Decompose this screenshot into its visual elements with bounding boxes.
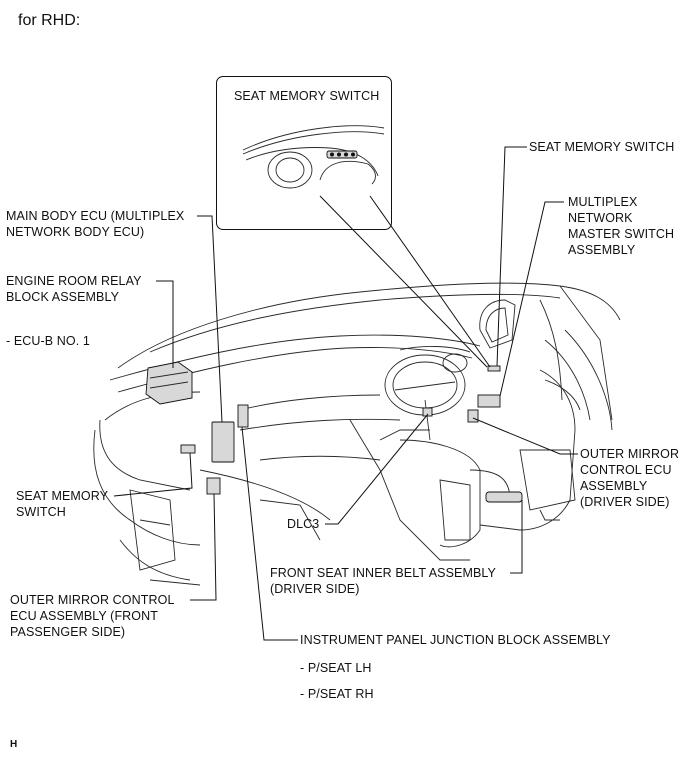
instrument-panel-jb-shape xyxy=(237,404,249,428)
label-multiplex-master-switch: MULTIPLEX NETWORK MASTER SWITCH ASSEMBLY xyxy=(568,195,675,257)
multiplex-master-switch-shape xyxy=(477,394,501,408)
label-ecu-b: - ECU-B NO. 1 xyxy=(6,334,90,348)
label-seat-memory-switch-right: SEAT MEMORY SWITCH xyxy=(529,140,675,154)
label-instrument-panel-jb: INSTRUMENT PANEL JUNCTION BLOCK ASSEMBLY xyxy=(300,633,611,647)
engine-room-relay-block-shape xyxy=(145,361,193,405)
label-main-body-ecu: MAIN BODY ECU (MULTIPLEX NETWORK BODY EC… xyxy=(6,209,185,239)
label-seat-memory-switch-left: SEAT MEMORY SWITCH xyxy=(16,489,109,519)
inset-detail-drawing xyxy=(242,125,385,189)
outer-mirror-passenger-ecu-shape xyxy=(206,477,221,495)
label-outer-mirror-driver: OUTER MIRROR CONTROL ECU ASSEMBLY (DRIVE… xyxy=(580,447,680,509)
leader-lines xyxy=(113,146,578,641)
main-body-ecu-shape xyxy=(211,421,235,463)
label-dlc3: DLC3 xyxy=(287,517,320,531)
label-front-seat-belt: FRONT SEAT INNER BELT ASSEMBLY (DRIVER S… xyxy=(270,566,496,596)
dlc3-shape xyxy=(422,407,433,417)
label-engine-room-relay: ENGINE ROOM RELAY BLOCK ASSEMBLY xyxy=(6,274,142,304)
seat-memory-switch-left-shape xyxy=(180,444,196,454)
footer-mark: H xyxy=(10,739,18,750)
label-pseat-lh: - P/SEAT LH xyxy=(300,661,372,675)
label-outer-mirror-passenger: OUTER MIRROR CONTROL ECU ASSEMBLY (FRONT… xyxy=(10,593,175,639)
front-seat-belt-shape xyxy=(485,491,523,503)
outer-mirror-driver-ecu-shape xyxy=(467,409,479,423)
seat-memory-switch-right-shape xyxy=(487,365,501,372)
page-title: for RHD: xyxy=(18,12,81,29)
label-pseat-rh: - P/SEAT RH xyxy=(300,687,374,701)
inset-box xyxy=(216,76,392,230)
inset-title: SEAT MEMORY SWITCH xyxy=(234,89,380,103)
